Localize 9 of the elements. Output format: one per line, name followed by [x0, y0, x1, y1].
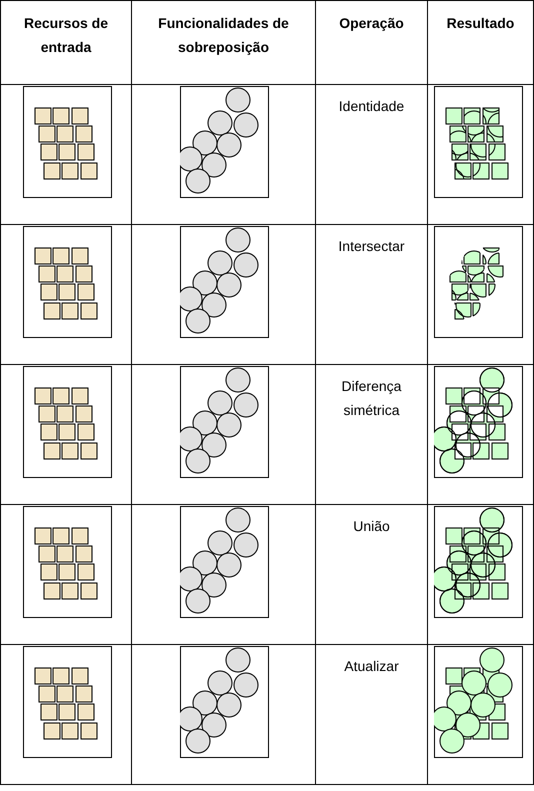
operation-name: Atualizar — [344, 657, 399, 676]
operation-name: Identidade — [338, 97, 404, 116]
column-header: Operação — [338, 14, 405, 33]
operation-name: Diferença simétrica — [340, 377, 402, 420]
operation-name: União — [353, 517, 390, 536]
column-header: Resultado — [446, 14, 516, 33]
column-header: Recursos de entrada — [22, 14, 110, 57]
operation-name: Intersectar — [338, 237, 405, 256]
column-header: Funcionalidades de sobreposição — [157, 14, 290, 57]
